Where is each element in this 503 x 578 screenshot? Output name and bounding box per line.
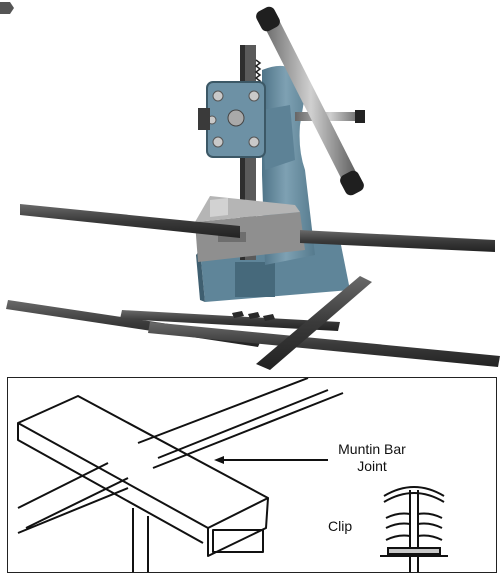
muntin-bar-joint-label: Muntin Bar Joint — [312, 441, 432, 475]
gear-housing — [198, 81, 266, 158]
label-joint-line1: Muntin Bar — [338, 441, 406, 457]
joint-diagram-panel: Muntin Bar Joint Clip — [7, 377, 497, 573]
back-bar — [137, 378, 344, 469]
tube-end — [212, 529, 264, 553]
label-joint-line2: Joint — [357, 458, 387, 474]
loose-clips — [232, 311, 275, 321]
arbor-press-photo — [0, 2, 500, 370]
press-handle — [256, 6, 365, 196]
steel-bars — [6, 204, 500, 370]
cross-bar — [17, 462, 129, 534]
clip-drawing — [380, 486, 448, 572]
corner-logo-fragment — [0, 2, 14, 14]
muntin-joint-drawing — [17, 378, 448, 572]
clip-label: Clip — [328, 518, 353, 534]
